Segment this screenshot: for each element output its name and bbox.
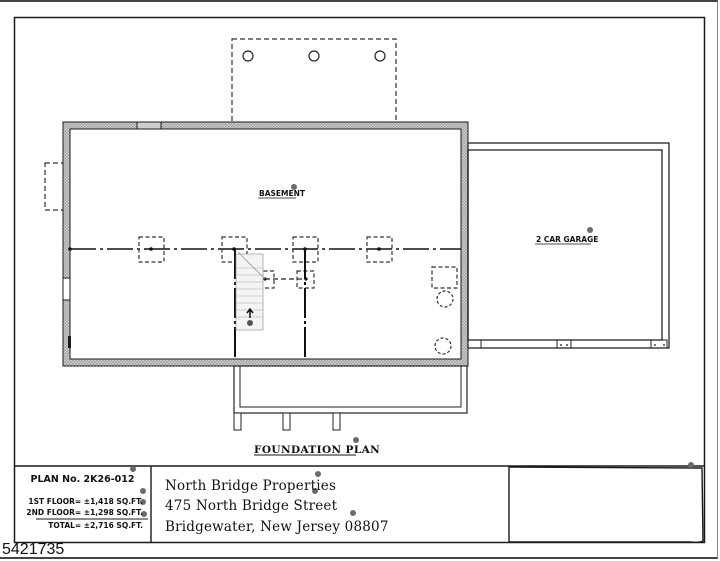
svg-text:FOUNDATION PLAN: FOUNDATION PLAN bbox=[254, 444, 380, 456]
sump-pit-icon bbox=[436, 290, 454, 308]
second-floor-area: 2ND FLOOR= ±1,298 SQ.FT. bbox=[26, 508, 143, 517]
street-address: 475 North Bridge Street bbox=[165, 498, 338, 514]
side-bumpout-outline bbox=[44, 162, 65, 211]
plan-info-cell: PLAN No. 2K26-012 1ST FLOOR= ±1,418 SQ.F… bbox=[14, 466, 151, 542]
svg-text:2 CAR GARAGE: 2 CAR GARAGE bbox=[536, 235, 598, 244]
drawing-title: FOUNDATION PLAN bbox=[254, 437, 380, 456]
rear-deck-outline bbox=[231, 38, 397, 125]
svg-text:BASEMENT: BASEMENT bbox=[259, 189, 306, 198]
garage-outline bbox=[467, 142, 670, 349]
drawing-border bbox=[13, 16, 706, 544]
listing-id: 5421735 bbox=[2, 541, 65, 558]
room-label-garage: 2 CAR GARAGE bbox=[535, 227, 598, 245]
equipment-pad-icon bbox=[434, 337, 452, 355]
total-area: TOTAL= ±2,716 SQ.FT. bbox=[48, 521, 143, 530]
front-porch-outline bbox=[233, 365, 468, 431]
company-name: North Bridge Properties bbox=[165, 478, 337, 494]
first-floor-area: 1ST FLOOR= ±1,418 SQ.FT. bbox=[28, 497, 143, 506]
city-state-zip: Bridgewater, New Jersey 08807 bbox=[165, 519, 389, 535]
basement-walls bbox=[62, 121, 469, 367]
plan-number: PLAN No. 2K26-012 bbox=[30, 474, 135, 485]
main-beam-line bbox=[68, 247, 461, 251]
title-block bbox=[36, 462, 704, 544]
room-label-basement: BASEMENT bbox=[258, 184, 306, 199]
stair-enclosure bbox=[234, 249, 306, 359]
